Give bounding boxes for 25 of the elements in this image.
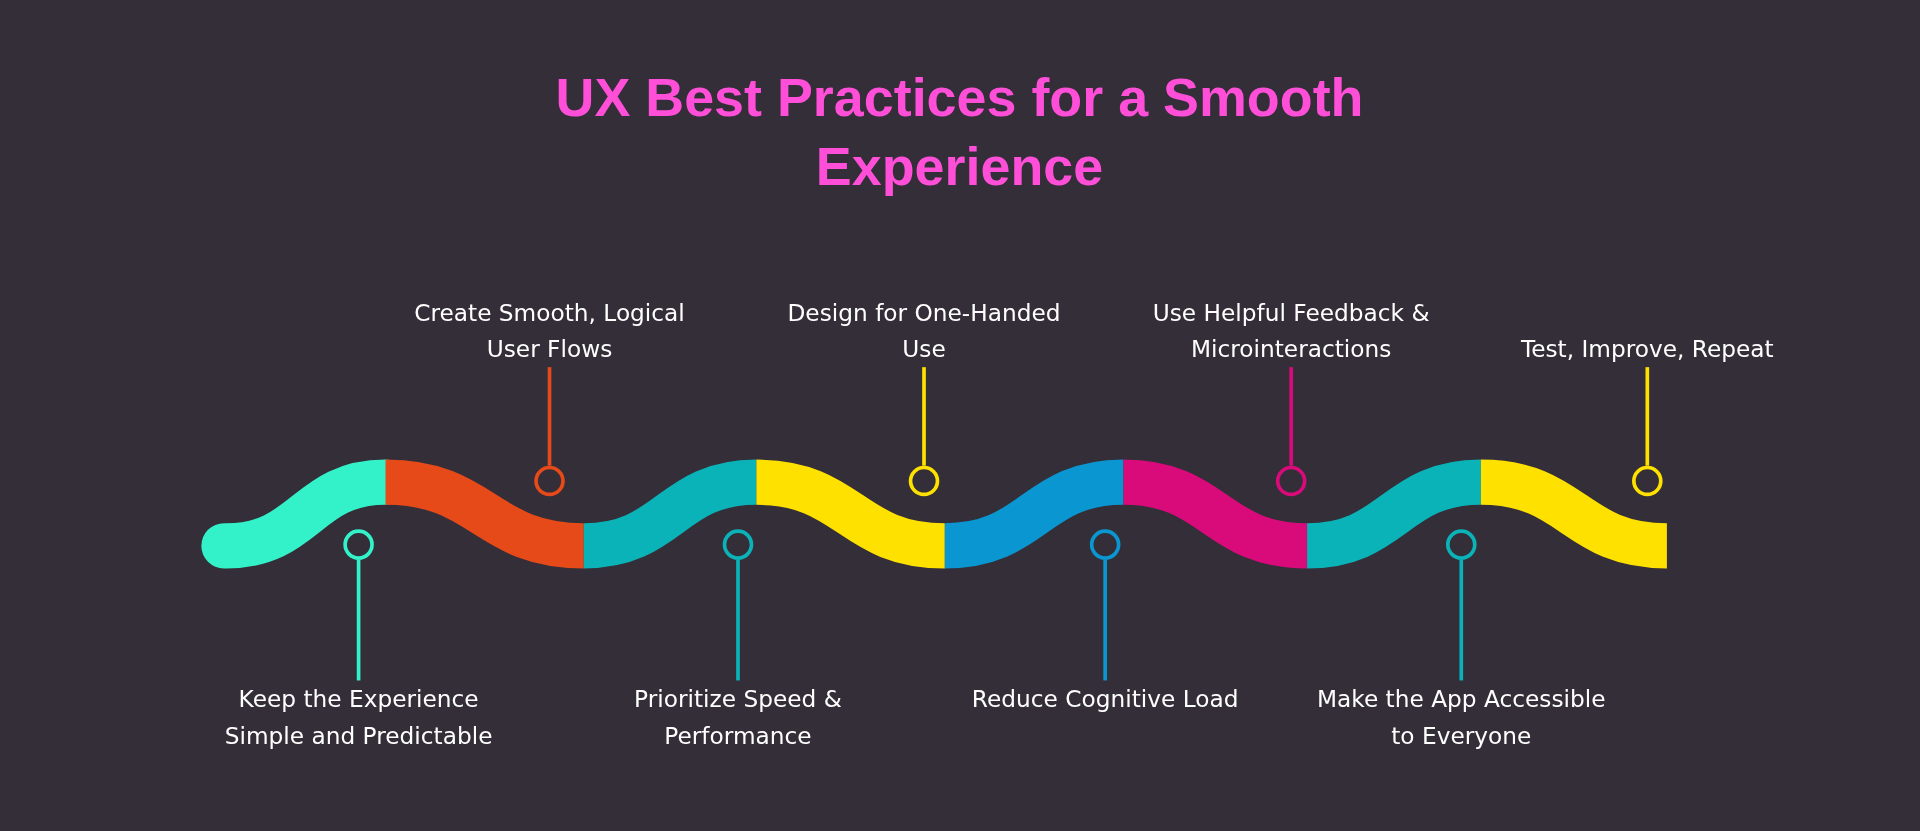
step-label: Use Helpful Feedback & Microinteractions (1138, 281, 1445, 368)
leader-line (1103, 559, 1107, 681)
title: UX Best Practices for a Smooth Experience (554, 66, 1365, 198)
timeline-marker (1089, 529, 1121, 560)
leader-line (1645, 367, 1650, 466)
timeline-marker (534, 465, 565, 497)
timeline-marker (722, 529, 754, 560)
step-label: Make the App Accessible to Everyone (1308, 680, 1615, 754)
leader-line (356, 559, 361, 681)
leader-line (736, 559, 740, 681)
timeline-marker (908, 465, 940, 497)
timeline-marker (1275, 465, 1307, 497)
timeline-marker (343, 529, 374, 560)
step-label: Test, Improve, Repeat (1494, 281, 1801, 368)
timeline-marker (1446, 529, 1477, 560)
step-label: Reduce Cognitive Load (952, 680, 1259, 718)
leader-line (547, 367, 552, 466)
timeline-marker (1632, 465, 1663, 497)
step-label: Keep the Experience Simple and Predictable (205, 680, 512, 754)
step-label: Create Smooth, Logical User Flows (396, 281, 703, 368)
leader-line (1459, 559, 1464, 681)
leader-line (1289, 367, 1293, 466)
step-label: Prioritize Speed & Performance (585, 680, 891, 754)
step-label: Design for One-Handed Use (771, 281, 1077, 368)
leader-line (922, 367, 926, 466)
